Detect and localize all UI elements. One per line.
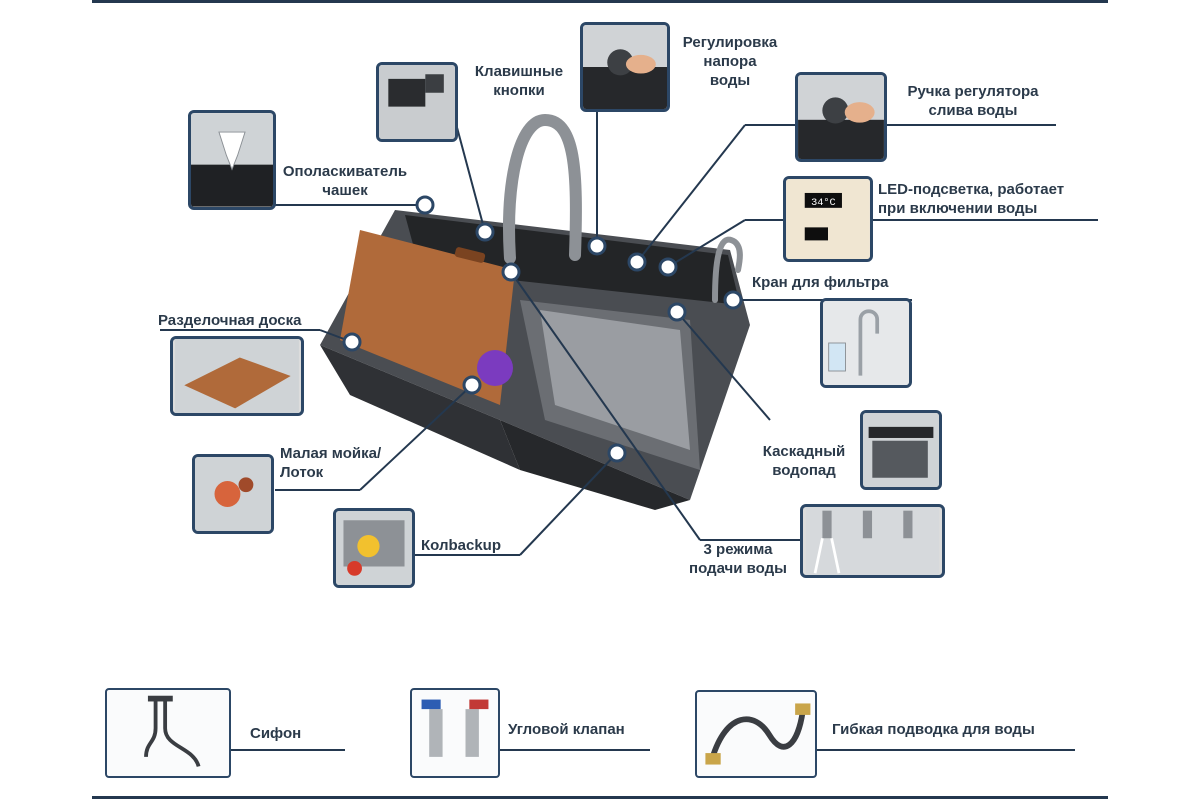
photo-pressure-control xyxy=(580,22,670,112)
pin-keyboard-buttons[interactable] xyxy=(475,222,495,242)
photo-cascade xyxy=(860,410,942,490)
photo-cup-rinser xyxy=(188,110,276,210)
label-drain-handle: Ручка регулятора слива воды xyxy=(890,82,1056,120)
callout-pins xyxy=(342,195,743,463)
label-keyboard-buttons-line2: кнопки xyxy=(493,82,545,99)
photo-small-sink xyxy=(192,454,274,534)
label-pressure-control: Регулировка напора воды xyxy=(674,33,786,90)
label-keyboard-buttons-line1: Клавишные xyxy=(474,63,564,80)
faucet xyxy=(503,113,582,264)
photo-cutting-board xyxy=(170,336,304,416)
label-led-light: LED-подсветка, работает при включении во… xyxy=(878,180,1098,218)
label-water-modes-line1: 3 режима xyxy=(703,541,773,558)
photo-filter-tap xyxy=(820,298,912,388)
photo-water-modes xyxy=(800,504,945,578)
bottom-divider xyxy=(92,796,1108,799)
filter-faucet xyxy=(712,236,743,303)
label-cascade: Каскадный водопад xyxy=(750,442,858,480)
cutting-board-shape xyxy=(340,230,515,405)
pin-filter-tap[interactable] xyxy=(723,290,743,310)
colander-basket xyxy=(540,310,690,450)
accessory-siphon-label: Сифон xyxy=(250,725,302,742)
accessory-flex-hose-label: Гибкая подводка для воды xyxy=(832,721,1035,738)
pin-faucet-mode[interactable] xyxy=(501,262,521,282)
accessory-flex-hose-image xyxy=(695,690,817,778)
label-cutting-board: Разделочная доска xyxy=(158,312,302,329)
label-small-sink-line2: Лоток xyxy=(280,464,324,481)
label-pressure-control-line2: напора xyxy=(703,53,757,70)
label-water-modes-line2: подачи воды xyxy=(689,560,787,577)
pin-led-light[interactable] xyxy=(658,257,678,277)
pin-colander[interactable] xyxy=(607,443,627,463)
label-filter-tap: Кран для фильтра xyxy=(752,274,889,291)
photo-colander xyxy=(333,508,415,588)
pin-cup-rinser[interactable] xyxy=(415,195,435,215)
drain-cover xyxy=(477,350,513,386)
led-display-text: 34°C xyxy=(811,197,836,209)
accessory-siphon-image xyxy=(105,688,231,778)
photo-led-light: 34°C xyxy=(783,176,873,262)
label-cascade-line1: Каскадный xyxy=(762,443,846,460)
accessory-angle-valve-label: Угловой клапан xyxy=(508,721,625,738)
label-drain-handle-line1: Ручка регулятора xyxy=(907,83,1039,100)
label-cup-rinser-line2: чашек xyxy=(322,182,368,199)
pin-cascade[interactable] xyxy=(667,302,687,322)
label-led-light-line2: при включении воды xyxy=(878,200,1038,217)
label-cascade-line2: водопад xyxy=(772,462,836,479)
label-pressure-control-line1: Регулировка xyxy=(682,34,778,51)
pin-small-sink[interactable] xyxy=(462,375,482,395)
label-keyboard-buttons: Клавишные кнопки xyxy=(460,62,578,100)
label-water-modes: 3 режима подачи воды xyxy=(680,540,796,578)
label-small-sink-line1: Малая мойка/ xyxy=(280,445,382,462)
label-colander: Колbackup xyxy=(421,537,501,554)
label-led-light-line1: LED-подсветка, работает xyxy=(878,181,1065,198)
top-divider xyxy=(92,0,1108,3)
label-pressure-control-line3: воды xyxy=(709,72,751,89)
pin-cutting-board[interactable] xyxy=(342,332,362,352)
label-cup-rinser: Ополаскиватель чашек xyxy=(279,162,411,200)
label-cup-rinser-line1: Ополаскиватель xyxy=(282,163,408,180)
label-small-sink: Малая мойка/ Лоток xyxy=(280,444,400,482)
photo-keyboard-buttons xyxy=(376,62,458,142)
accessory-angle-valve-image xyxy=(410,688,500,778)
photo-drain-handle xyxy=(795,72,887,162)
pin-drain-handle[interactable] xyxy=(627,252,647,272)
label-drain-handle-line2: слива воды xyxy=(928,102,1018,119)
pin-pressure-control[interactable] xyxy=(587,236,607,256)
connector-lines xyxy=(150,110,1098,751)
